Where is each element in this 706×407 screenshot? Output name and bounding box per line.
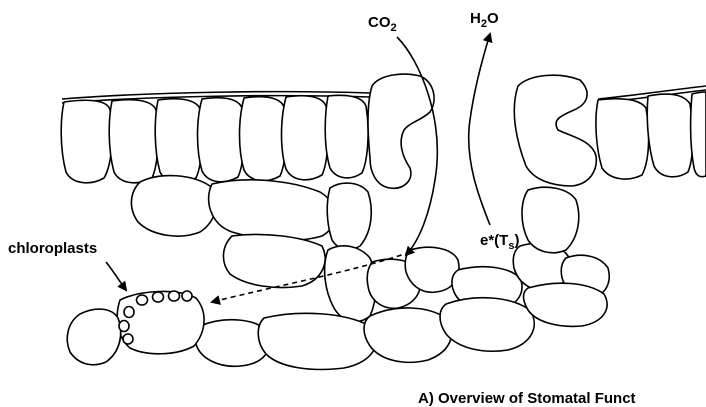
co2-label: CO2	[368, 14, 397, 34]
palisade-cells-right	[596, 92, 706, 179]
vapor-pressure-label: e*(Ts)	[480, 232, 519, 252]
chloroplast-cell	[67, 291, 204, 365]
guard-cell-right	[514, 75, 596, 186]
guard-cell-left	[368, 74, 434, 188]
chloroplasts-pointer	[106, 262, 126, 290]
co2-arrow	[397, 37, 437, 255]
figure-caption: A) Overview of Stomatal Funct	[418, 390, 636, 407]
chloroplasts-label: chloroplasts	[8, 240, 97, 257]
palisade-cells-left	[61, 95, 368, 182]
h2o-arrow	[469, 34, 490, 225]
spongy-mesophyll	[131, 176, 609, 370]
h2o-label: H2O	[470, 10, 499, 30]
